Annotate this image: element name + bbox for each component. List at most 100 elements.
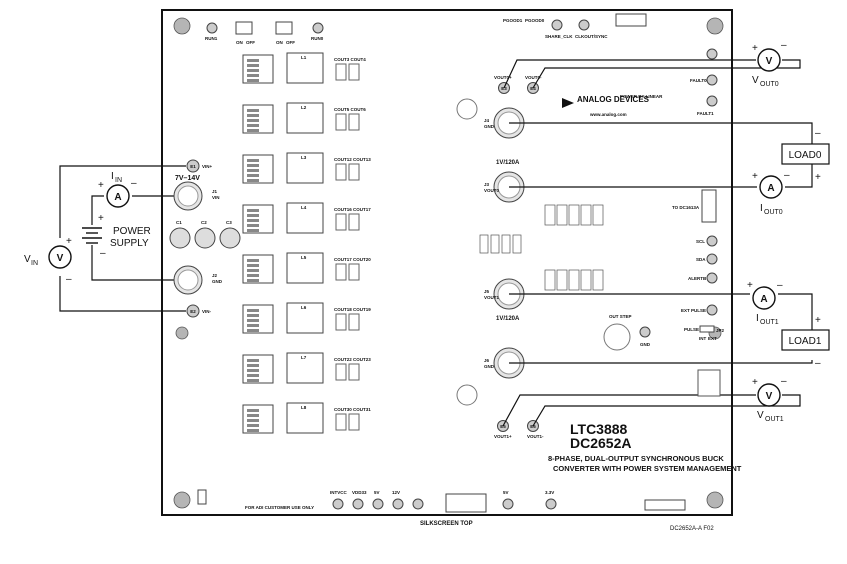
- svg-text:SUPPLY: SUPPLY: [110, 238, 149, 249]
- svg-text:GND: GND: [484, 124, 495, 129]
- svg-text:J2: J2: [212, 273, 218, 278]
- e2-terminal: E2 VIN-: [186, 304, 212, 318]
- svg-text:CLKOUT/SYNC: CLKOUT/SYNC: [575, 34, 608, 39]
- output-capacitor: [335, 363, 347, 381]
- svg-text:V: V: [752, 75, 759, 86]
- power-stage-pad: [247, 369, 259, 372]
- power-stage-pad: [247, 264, 259, 267]
- svg-text:VOUT1: VOUT1: [484, 295, 500, 300]
- svg-text:VOUT1-: VOUT1-: [527, 434, 544, 439]
- svg-text:POWER BY LINEAR: POWER BY LINEAR: [620, 94, 663, 99]
- svg-text:CONVERTER WITH POWER SYSTEM MA: CONVERTER WITH POWER SYSTEM MANAGEMENT: [553, 464, 742, 473]
- load1-box: LOAD1 + –: [781, 315, 830, 369]
- power-stage-pad: [247, 364, 259, 367]
- svg-text:C2: C2: [201, 220, 207, 225]
- svg-text:–: –: [777, 280, 783, 291]
- inductor-label: L7: [301, 355, 307, 360]
- power-stage-pad: [247, 229, 259, 232]
- test-mounts: [456, 98, 721, 406]
- svg-text:SDA: SDA: [696, 257, 706, 262]
- vout0-label: V OUT0: [752, 75, 779, 88]
- svg-text:3.3V: 3.3V: [545, 490, 554, 495]
- svg-text:POWER: POWER: [113, 226, 151, 237]
- load0-box: LOAD0 – +: [781, 128, 830, 183]
- svg-text:E1: E1: [190, 164, 196, 169]
- svg-text:V: V: [766, 56, 773, 67]
- svg-text:+: +: [747, 280, 753, 291]
- power-stage-pad: [247, 259, 259, 262]
- svg-text:+: +: [752, 43, 758, 54]
- svg-text:FAULT1: FAULT1: [697, 111, 714, 116]
- silkscreen-label: SILKSCREEN TOP: [420, 521, 473, 527]
- power-stage-pad: [247, 219, 259, 222]
- svg-text:OFF: OFF: [286, 40, 295, 45]
- pmbus-connector: TO DC1613A: [672, 189, 717, 223]
- inductor: [286, 252, 324, 284]
- power-stage-pad: [247, 324, 259, 327]
- j2-connector: J2 GND: [173, 265, 223, 295]
- svg-text:ALERTB: ALERTB: [688, 276, 707, 281]
- svg-text:5V: 5V: [374, 490, 380, 495]
- inductor: [286, 102, 324, 134]
- output-capacitor: [335, 263, 347, 281]
- power-stage-pad: [247, 209, 259, 212]
- output-capacitor: [335, 213, 347, 231]
- power-stage-pad: [247, 314, 259, 317]
- svg-text:J6: J6: [484, 358, 490, 363]
- inductor: [286, 202, 324, 234]
- svg-text:V: V: [766, 391, 773, 402]
- svg-text:PULSE: PULSE: [684, 327, 699, 332]
- run-switches: RUN1 ON OFF ON OFF RUN0: [205, 21, 324, 45]
- svg-text:C1: C1: [176, 220, 182, 225]
- svg-text:OUT1: OUT1: [765, 416, 784, 423]
- svg-text:C3: C3: [226, 220, 232, 225]
- inductor-label: L4: [301, 205, 307, 210]
- svg-text:VDD33: VDD33: [352, 490, 367, 495]
- svg-text:LOAD1: LOAD1: [789, 336, 822, 347]
- svg-text:GND: GND: [212, 279, 223, 284]
- svg-text:JP2: JP2: [716, 328, 725, 333]
- power-stage-pad: [247, 69, 259, 72]
- svg-text:EXT: EXT: [708, 336, 717, 341]
- svg-text:–: –: [66, 274, 72, 285]
- svg-text:A: A: [114, 192, 121, 203]
- power-stage-pad: [247, 114, 259, 117]
- vout1-label: V OUT1: [757, 410, 784, 423]
- output-capacitor: [348, 263, 360, 281]
- svg-text:EXT PULSE: EXT PULSE: [681, 308, 706, 313]
- output-step-circuit: OUT STEP GND: [603, 314, 651, 351]
- power-stage-pad: [247, 74, 259, 77]
- iout0-ammeter: A + –: [752, 170, 790, 199]
- iout0-load-wire: [785, 164, 813, 188]
- svg-text:E3: E3: [501, 86, 507, 91]
- output-capacitor: [348, 113, 360, 131]
- svg-text:SCL: SCL: [696, 239, 705, 244]
- svg-text:VIN+: VIN+: [202, 164, 213, 169]
- vout1-voltmeter: V + –: [752, 376, 787, 407]
- svg-text:IN: IN: [31, 260, 38, 267]
- output-capacitor: [348, 63, 360, 81]
- inductor: [286, 302, 324, 334]
- svg-text:ON: ON: [276, 40, 283, 45]
- svg-text:RUN1: RUN1: [205, 36, 218, 41]
- power-stage-pad: [247, 279, 259, 282]
- power-stage-pad: [247, 269, 259, 272]
- svg-text:E2: E2: [190, 309, 196, 314]
- power-stage-pad: [247, 64, 259, 67]
- svg-text:1V/120A: 1V/120A: [496, 316, 520, 322]
- svg-text:+: +: [815, 315, 821, 326]
- svg-text:VIN: VIN: [212, 195, 220, 200]
- svg-text:OUT STEP: OUT STEP: [609, 314, 632, 319]
- svg-text:J1: J1: [212, 189, 218, 194]
- svg-text:ON: ON: [236, 40, 243, 45]
- svg-text:ANALOG DEVICES: ANALOG DEVICES: [577, 95, 650, 104]
- svg-text:VOUT0-: VOUT0-: [525, 75, 542, 80]
- svg-text:+: +: [752, 377, 758, 388]
- svg-text:www.analog.com: www.analog.com: [589, 112, 627, 117]
- iout1-load-wire: [778, 293, 813, 340]
- svg-text:LTC3888: LTC3888: [570, 421, 628, 437]
